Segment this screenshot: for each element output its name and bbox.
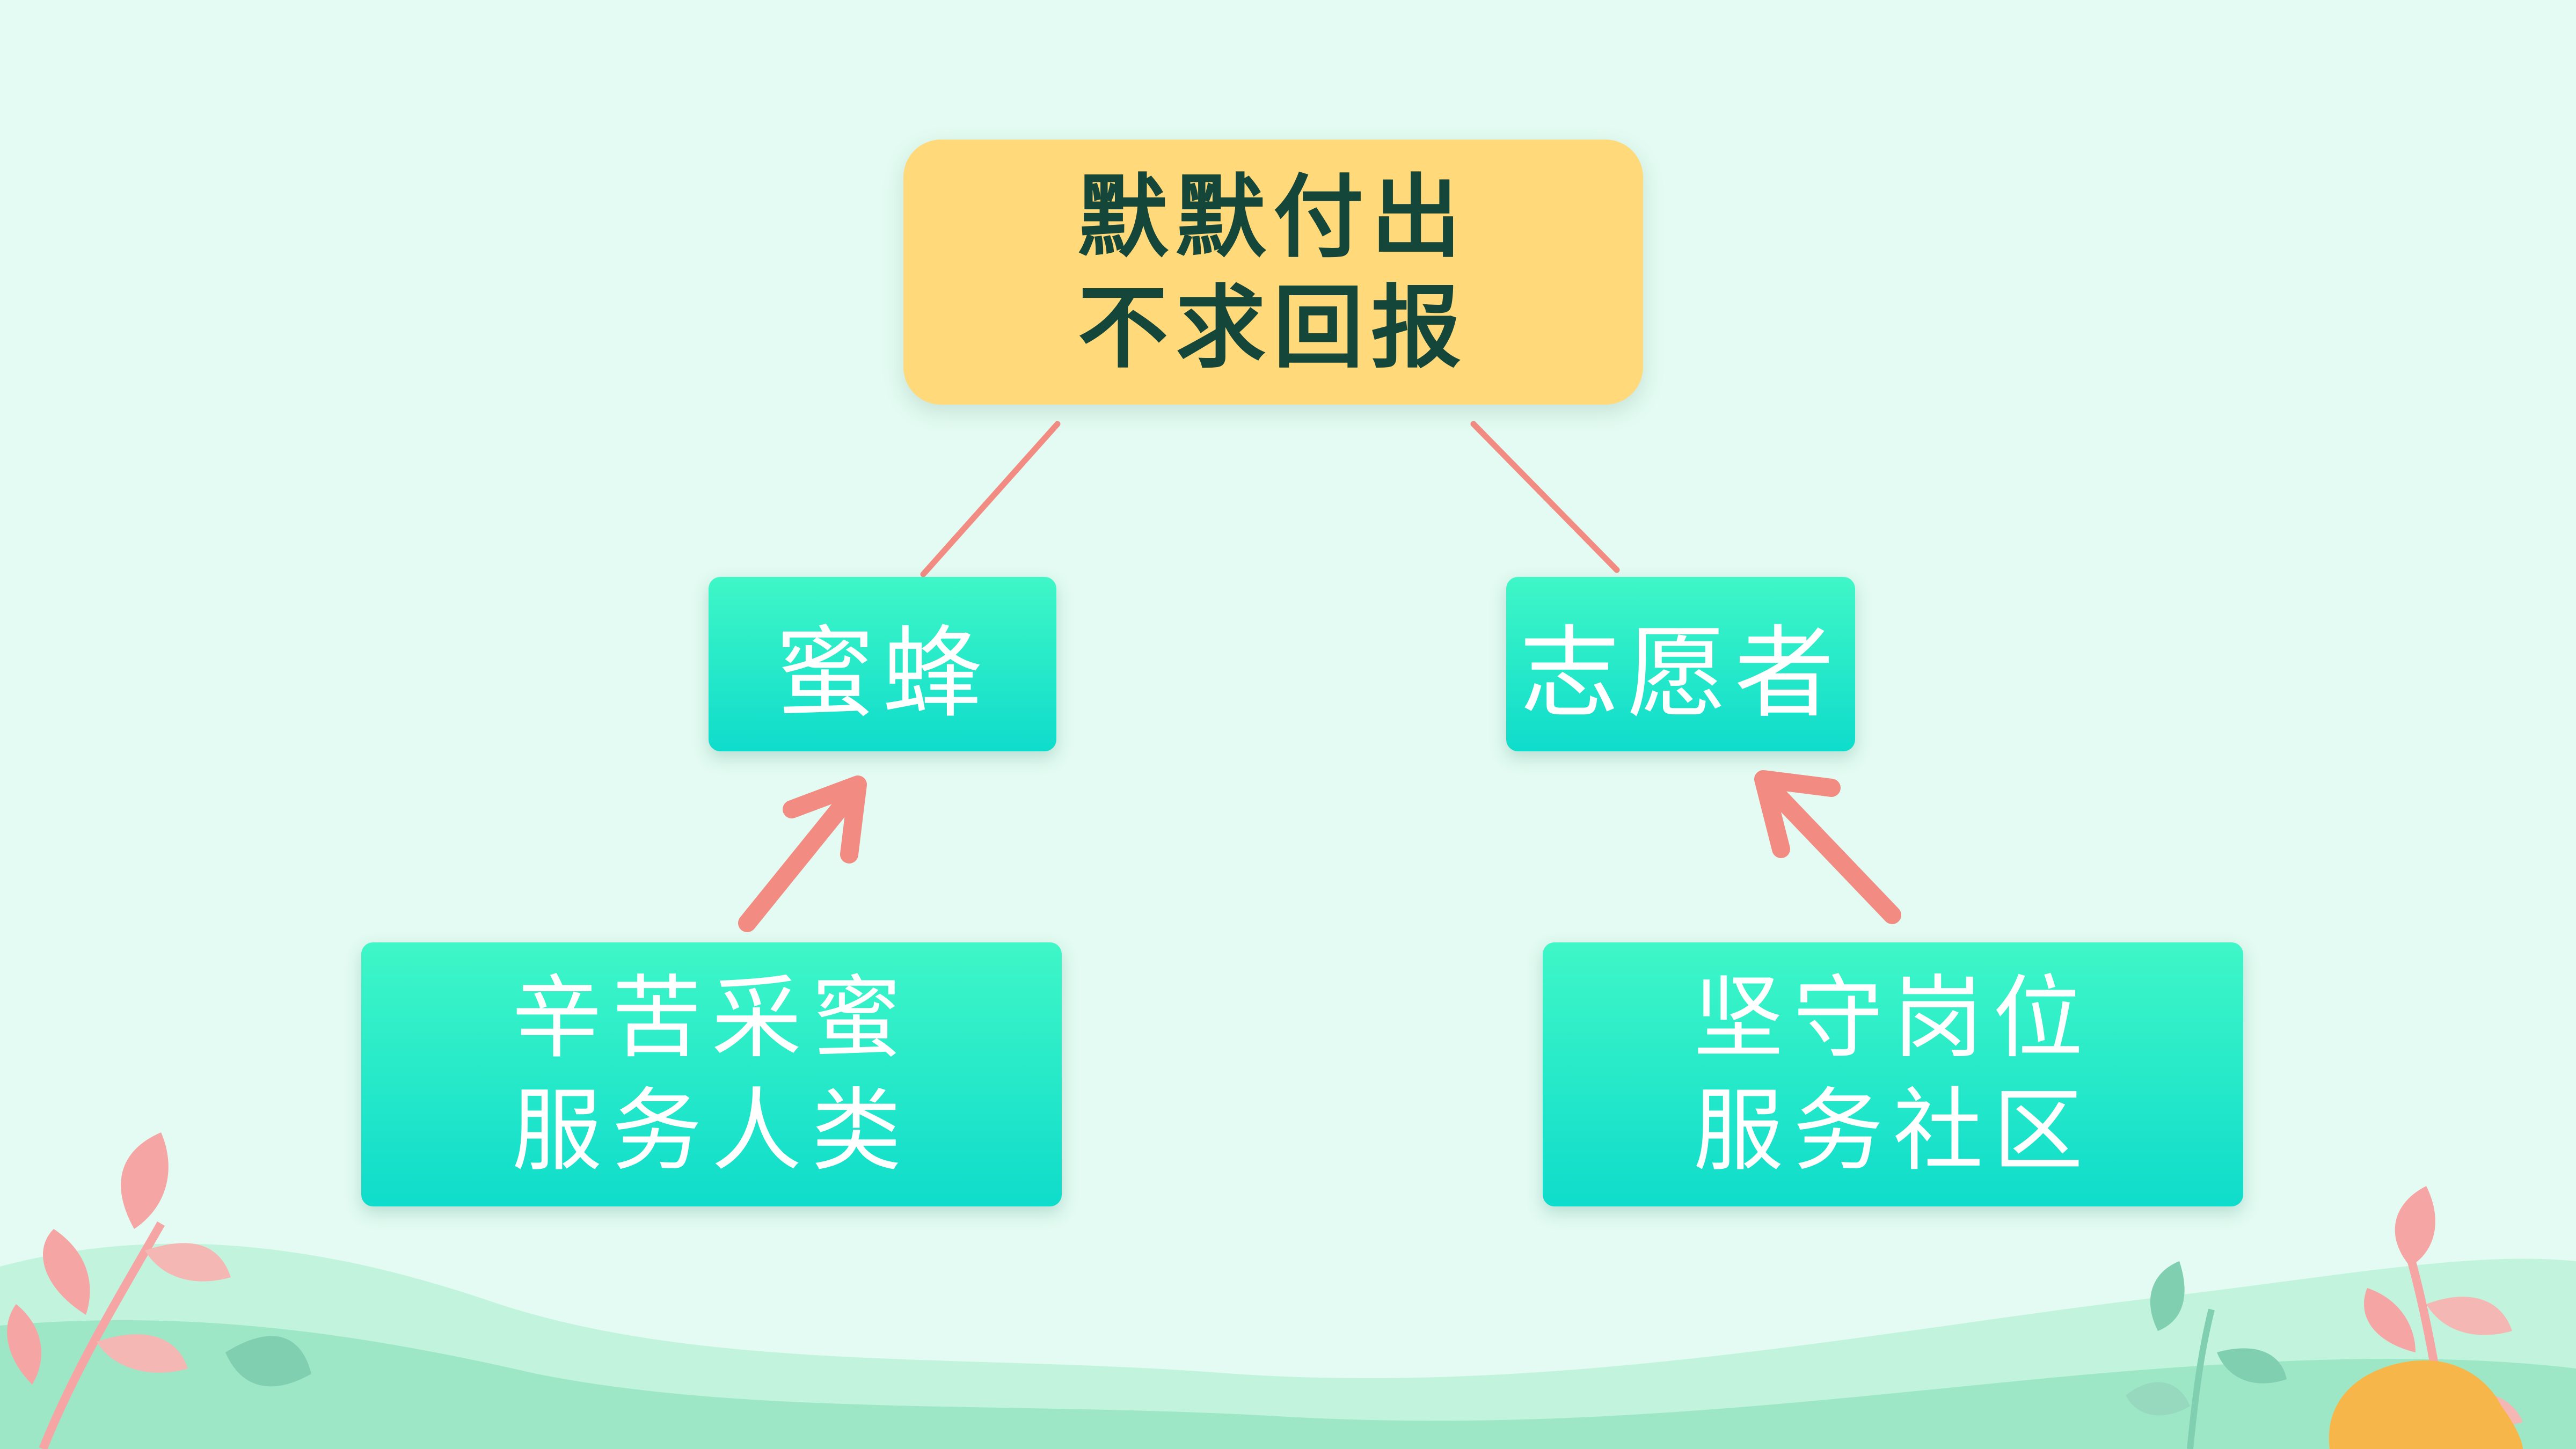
arrow-up-to-bee xyxy=(738,775,867,932)
flower-plant-left-icon xyxy=(7,1132,311,1449)
connector-top-to-bee xyxy=(920,421,1061,577)
flower-plant-right-icon xyxy=(2364,1186,2523,1449)
hill-front xyxy=(0,1320,2576,1449)
node-silent-dedication-line1: 默默付出 xyxy=(1078,164,1469,270)
arrow-up-to-volunteer xyxy=(1754,770,1901,924)
node-volunteer-description: 坚守岗位 服务社区 xyxy=(1543,942,2243,1206)
node-volunteer-label: 志愿者 xyxy=(1519,614,1842,731)
node-volunteer-description-line1: 坚守岗位 xyxy=(1693,965,2093,1071)
node-bee: 蜜蜂 xyxy=(709,577,1056,751)
node-volunteer: 志愿者 xyxy=(1506,577,1855,751)
node-silent-dedication: 默默付出 不求回报 xyxy=(903,140,1643,405)
connector-top-to-volunteer xyxy=(1470,421,1620,573)
orange-leaf-icon xyxy=(2329,1360,2523,1449)
node-silent-dedication-line2: 不求回报 xyxy=(1078,274,1469,380)
node-volunteer-description-line2: 服务社区 xyxy=(1693,1078,2093,1183)
leaf-sprig-right-icon xyxy=(2126,1261,2287,1449)
node-bee-label: 蜜蜂 xyxy=(775,614,990,731)
node-bee-description-line2: 服务人类 xyxy=(512,1078,911,1183)
node-bee-description: 辛苦采蜜 服务人类 xyxy=(361,942,1062,1206)
node-bee-description-line1: 辛苦采蜜 xyxy=(512,965,911,1071)
